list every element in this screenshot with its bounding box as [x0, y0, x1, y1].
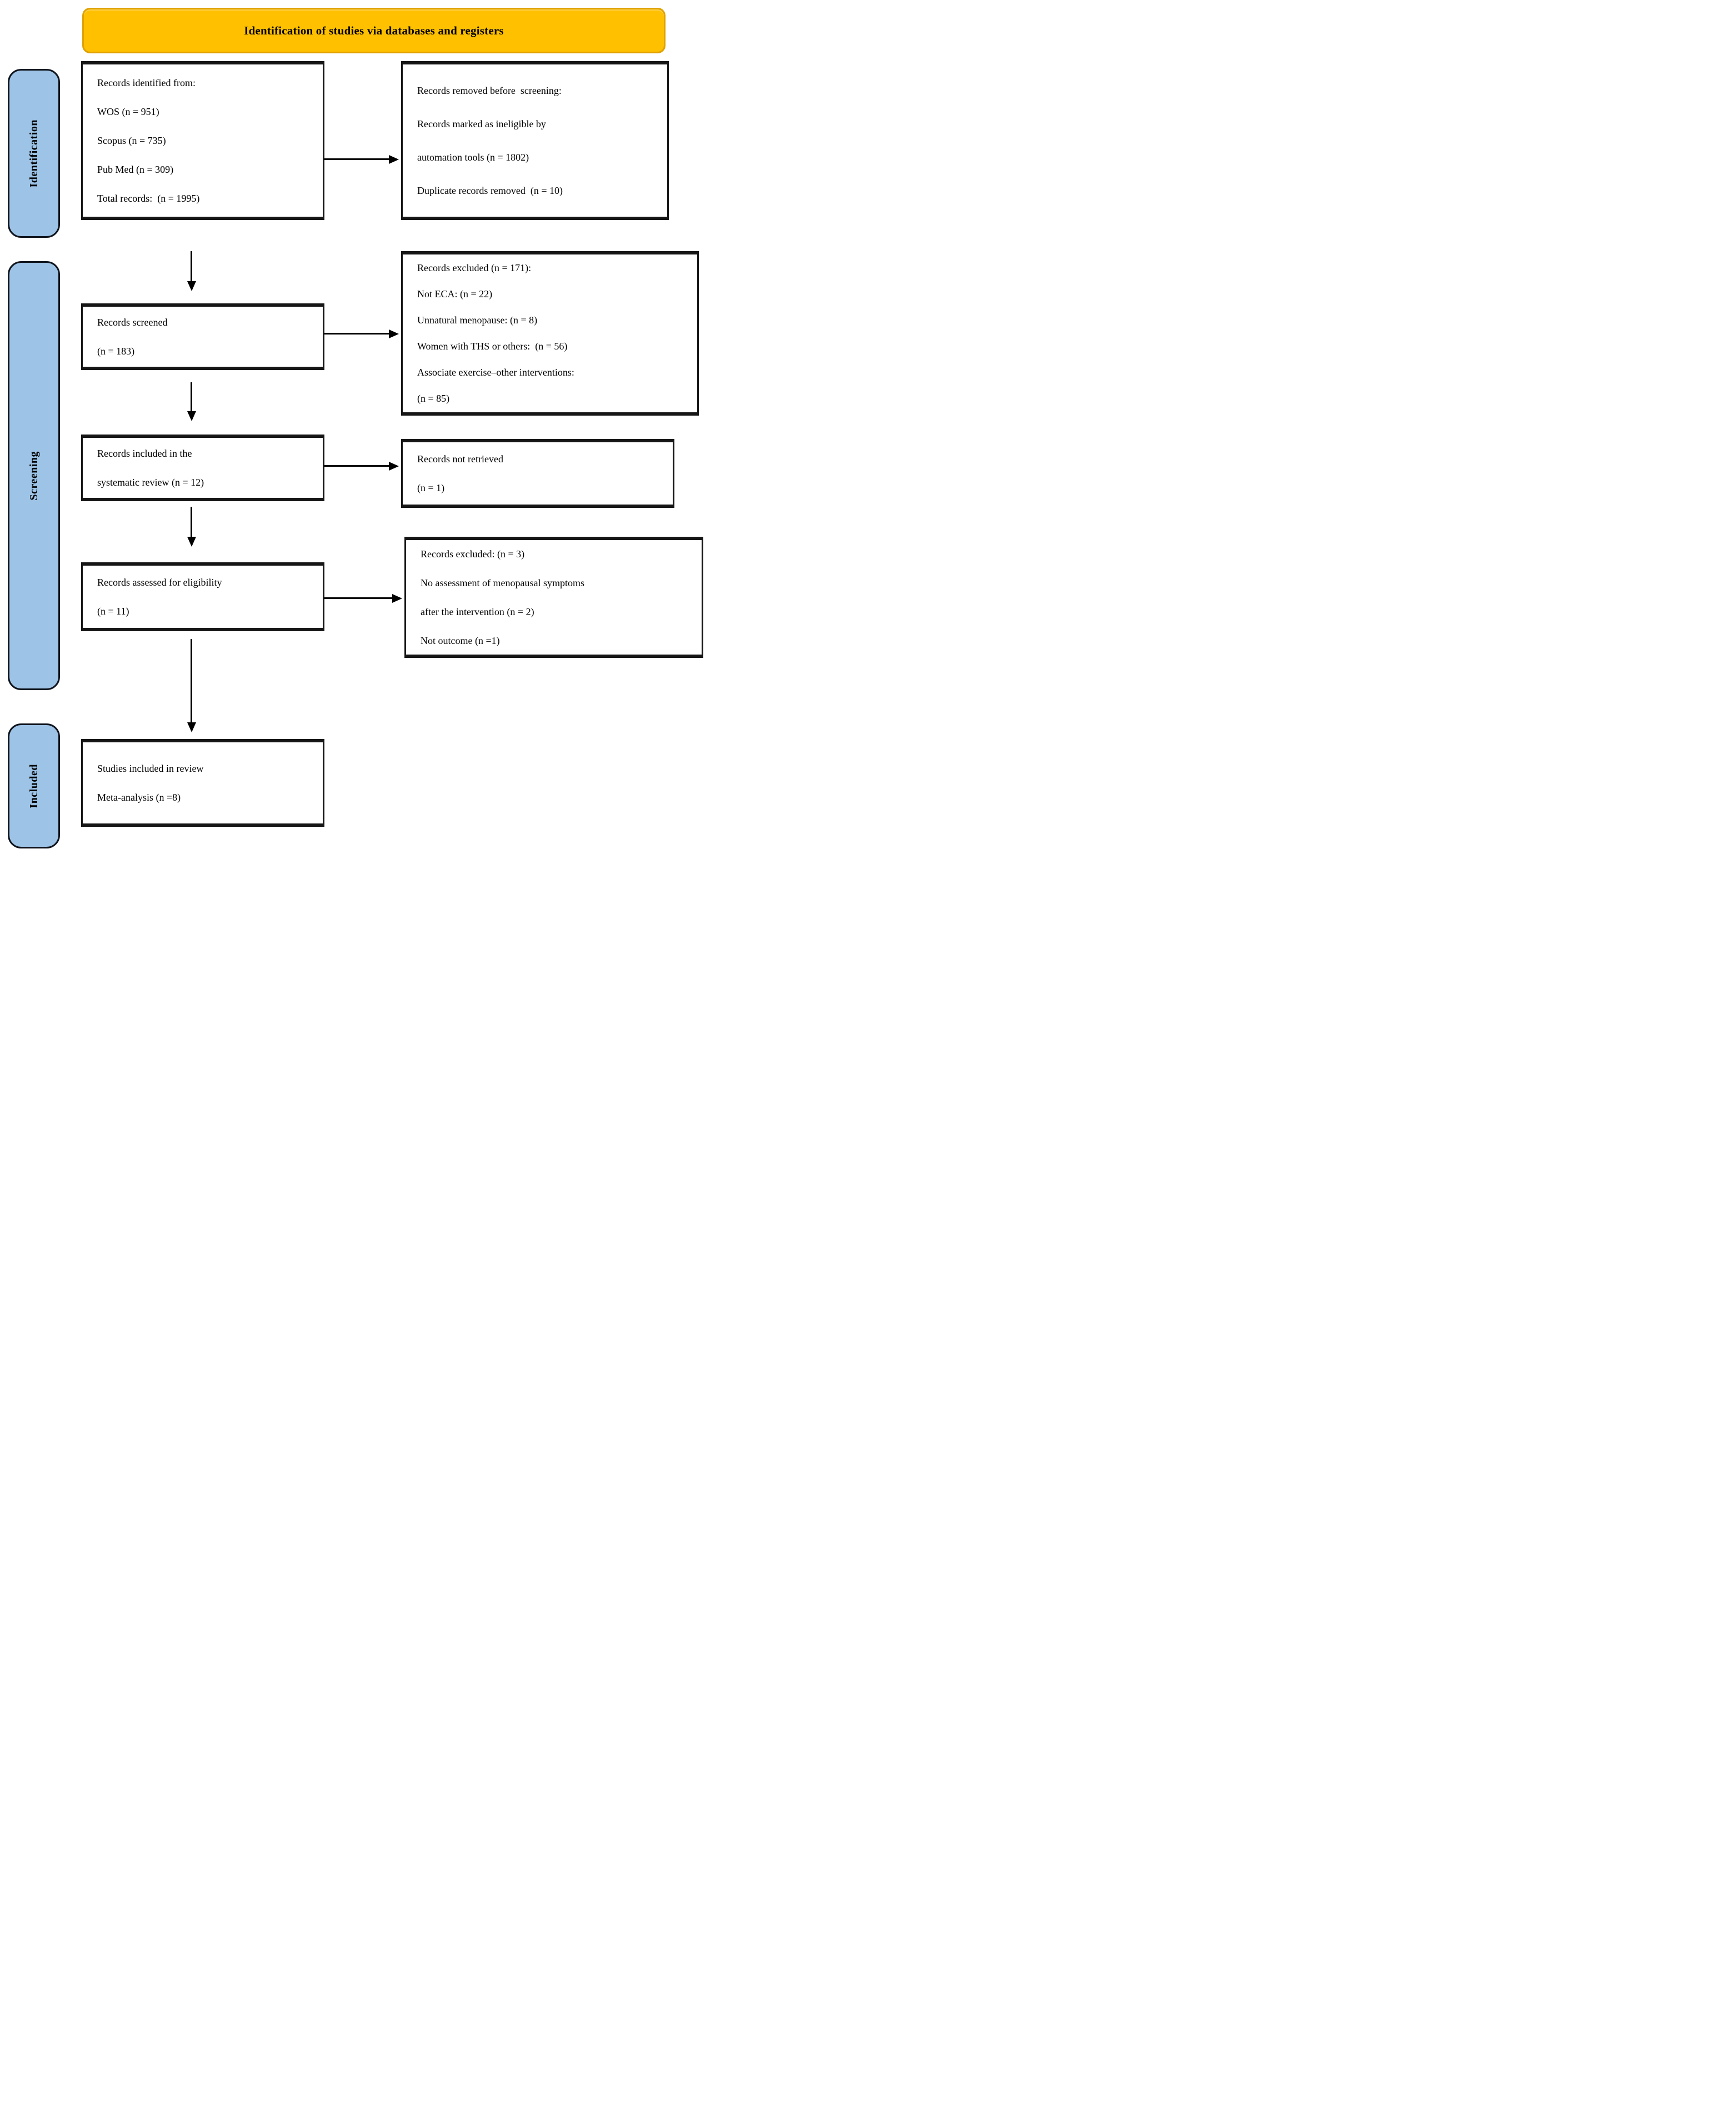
box-line: Records included in the	[97, 448, 192, 459]
box-line: Records identified from:	[97, 77, 196, 88]
arrow-assessed-to-excluded	[324, 597, 393, 599]
box-line: (n = 183)	[97, 346, 135, 357]
box-line: Records marked as ineligible by	[417, 118, 546, 129]
arrow-included-review-to-not-retrieved	[324, 465, 390, 467]
prisma-flow-diagram: Identification of studies via databases …	[0, 0, 703, 849]
box-records-included-systematic-review: Records included in the systematic revie…	[81, 435, 324, 501]
arrowhead-down-icon	[187, 537, 196, 547]
box-line: Not outcome (n =1)	[421, 635, 500, 646]
box-line: Not ECA: (n = 22)	[417, 288, 493, 299]
box-line: Records removed before screening:	[417, 85, 562, 96]
box-records-assessed-for-eligibility: Records assessed for eligibility (n = 11…	[81, 562, 324, 631]
box-line: Records not retrieved	[417, 453, 503, 465]
box-line: (n = 85)	[417, 393, 450, 404]
arrowhead-right-icon	[389, 329, 399, 338]
box-line: Records screened	[97, 317, 168, 328]
box-line: systematic review (n = 12)	[97, 477, 204, 488]
box-line: (n = 11)	[97, 606, 129, 617]
arrow-identified-to-removed	[324, 158, 390, 160]
box-line: No assessment of menopausal symptoms	[421, 577, 584, 588]
box-line: automation tools (n = 1802)	[417, 152, 529, 163]
box-line: Duplicate records removed (n = 10)	[417, 185, 563, 196]
arrowhead-right-icon	[389, 154, 399, 164]
box-line: Pub Med (n = 309)	[97, 164, 174, 175]
arrow-included-review-to-assessed	[191, 507, 192, 538]
arrowhead-right-icon	[389, 461, 399, 471]
arrow-screened-to-excluded	[324, 333, 390, 334]
box-line: Records assessed for eligibility	[97, 577, 222, 588]
box-records-excluded-screening: Records excluded (n = 171): Not ECA: (n …	[401, 251, 699, 416]
stage-label-identification: Identification	[8, 69, 60, 238]
stage-label-screening: Screening	[8, 261, 60, 690]
box-line: Women with THS or others: (n = 56)	[417, 341, 568, 352]
arrowhead-right-icon	[392, 593, 402, 603]
stage-label-screening-text: Screening	[27, 451, 40, 501]
box-records-removed-before-screening: Records removed before screening: Record…	[401, 61, 669, 220]
box-line: Associate exercise–other interventions:	[417, 367, 574, 378]
arrowhead-down-icon	[187, 411, 196, 421]
box-line: WOS (n = 951)	[97, 106, 159, 117]
box-line: Studies included in review	[97, 763, 204, 774]
box-records-screened: Records screened (n = 183)	[81, 303, 324, 370]
box-records-excluded-eligibility: Records excluded: (n = 3) No assessment …	[404, 537, 703, 658]
arrowhead-down-icon	[187, 722, 196, 732]
arrowhead-down-icon	[187, 281, 196, 291]
arrow-assessed-to-studies-included	[191, 639, 192, 723]
arrow-identified-to-screened	[191, 251, 192, 282]
box-line: Meta-analysis (n =8)	[97, 792, 181, 803]
box-line: Records excluded (n = 171):	[417, 262, 532, 273]
box-line: (n = 1)	[417, 482, 445, 493]
box-line: Scopus (n = 735)	[97, 135, 166, 146]
arrow-screened-to-included-review	[191, 382, 192, 412]
box-line: Records excluded: (n = 3)	[421, 548, 525, 560]
stage-label-included-text: Included	[27, 763, 40, 808]
banner-title-text: Identification of studies via databases …	[244, 23, 504, 37]
stage-label-identification-text: Identification	[27, 119, 40, 188]
box-records-not-retrieved: Records not retrieved (n = 1)	[401, 439, 674, 508]
stage-label-included: Included	[8, 723, 60, 848]
box-line: after the intervention (n = 2)	[421, 606, 534, 617]
box-line: Unnatural menopause: (n = 8)	[417, 314, 538, 326]
box-studies-included-in-review: Studies included in review Meta-analysis…	[81, 739, 324, 827]
banner-title: Identification of studies via databases …	[82, 8, 666, 53]
box-line: Total records: (n = 1995)	[97, 193, 200, 204]
box-records-identified: Records identified from: WOS (n = 951) S…	[81, 61, 324, 220]
